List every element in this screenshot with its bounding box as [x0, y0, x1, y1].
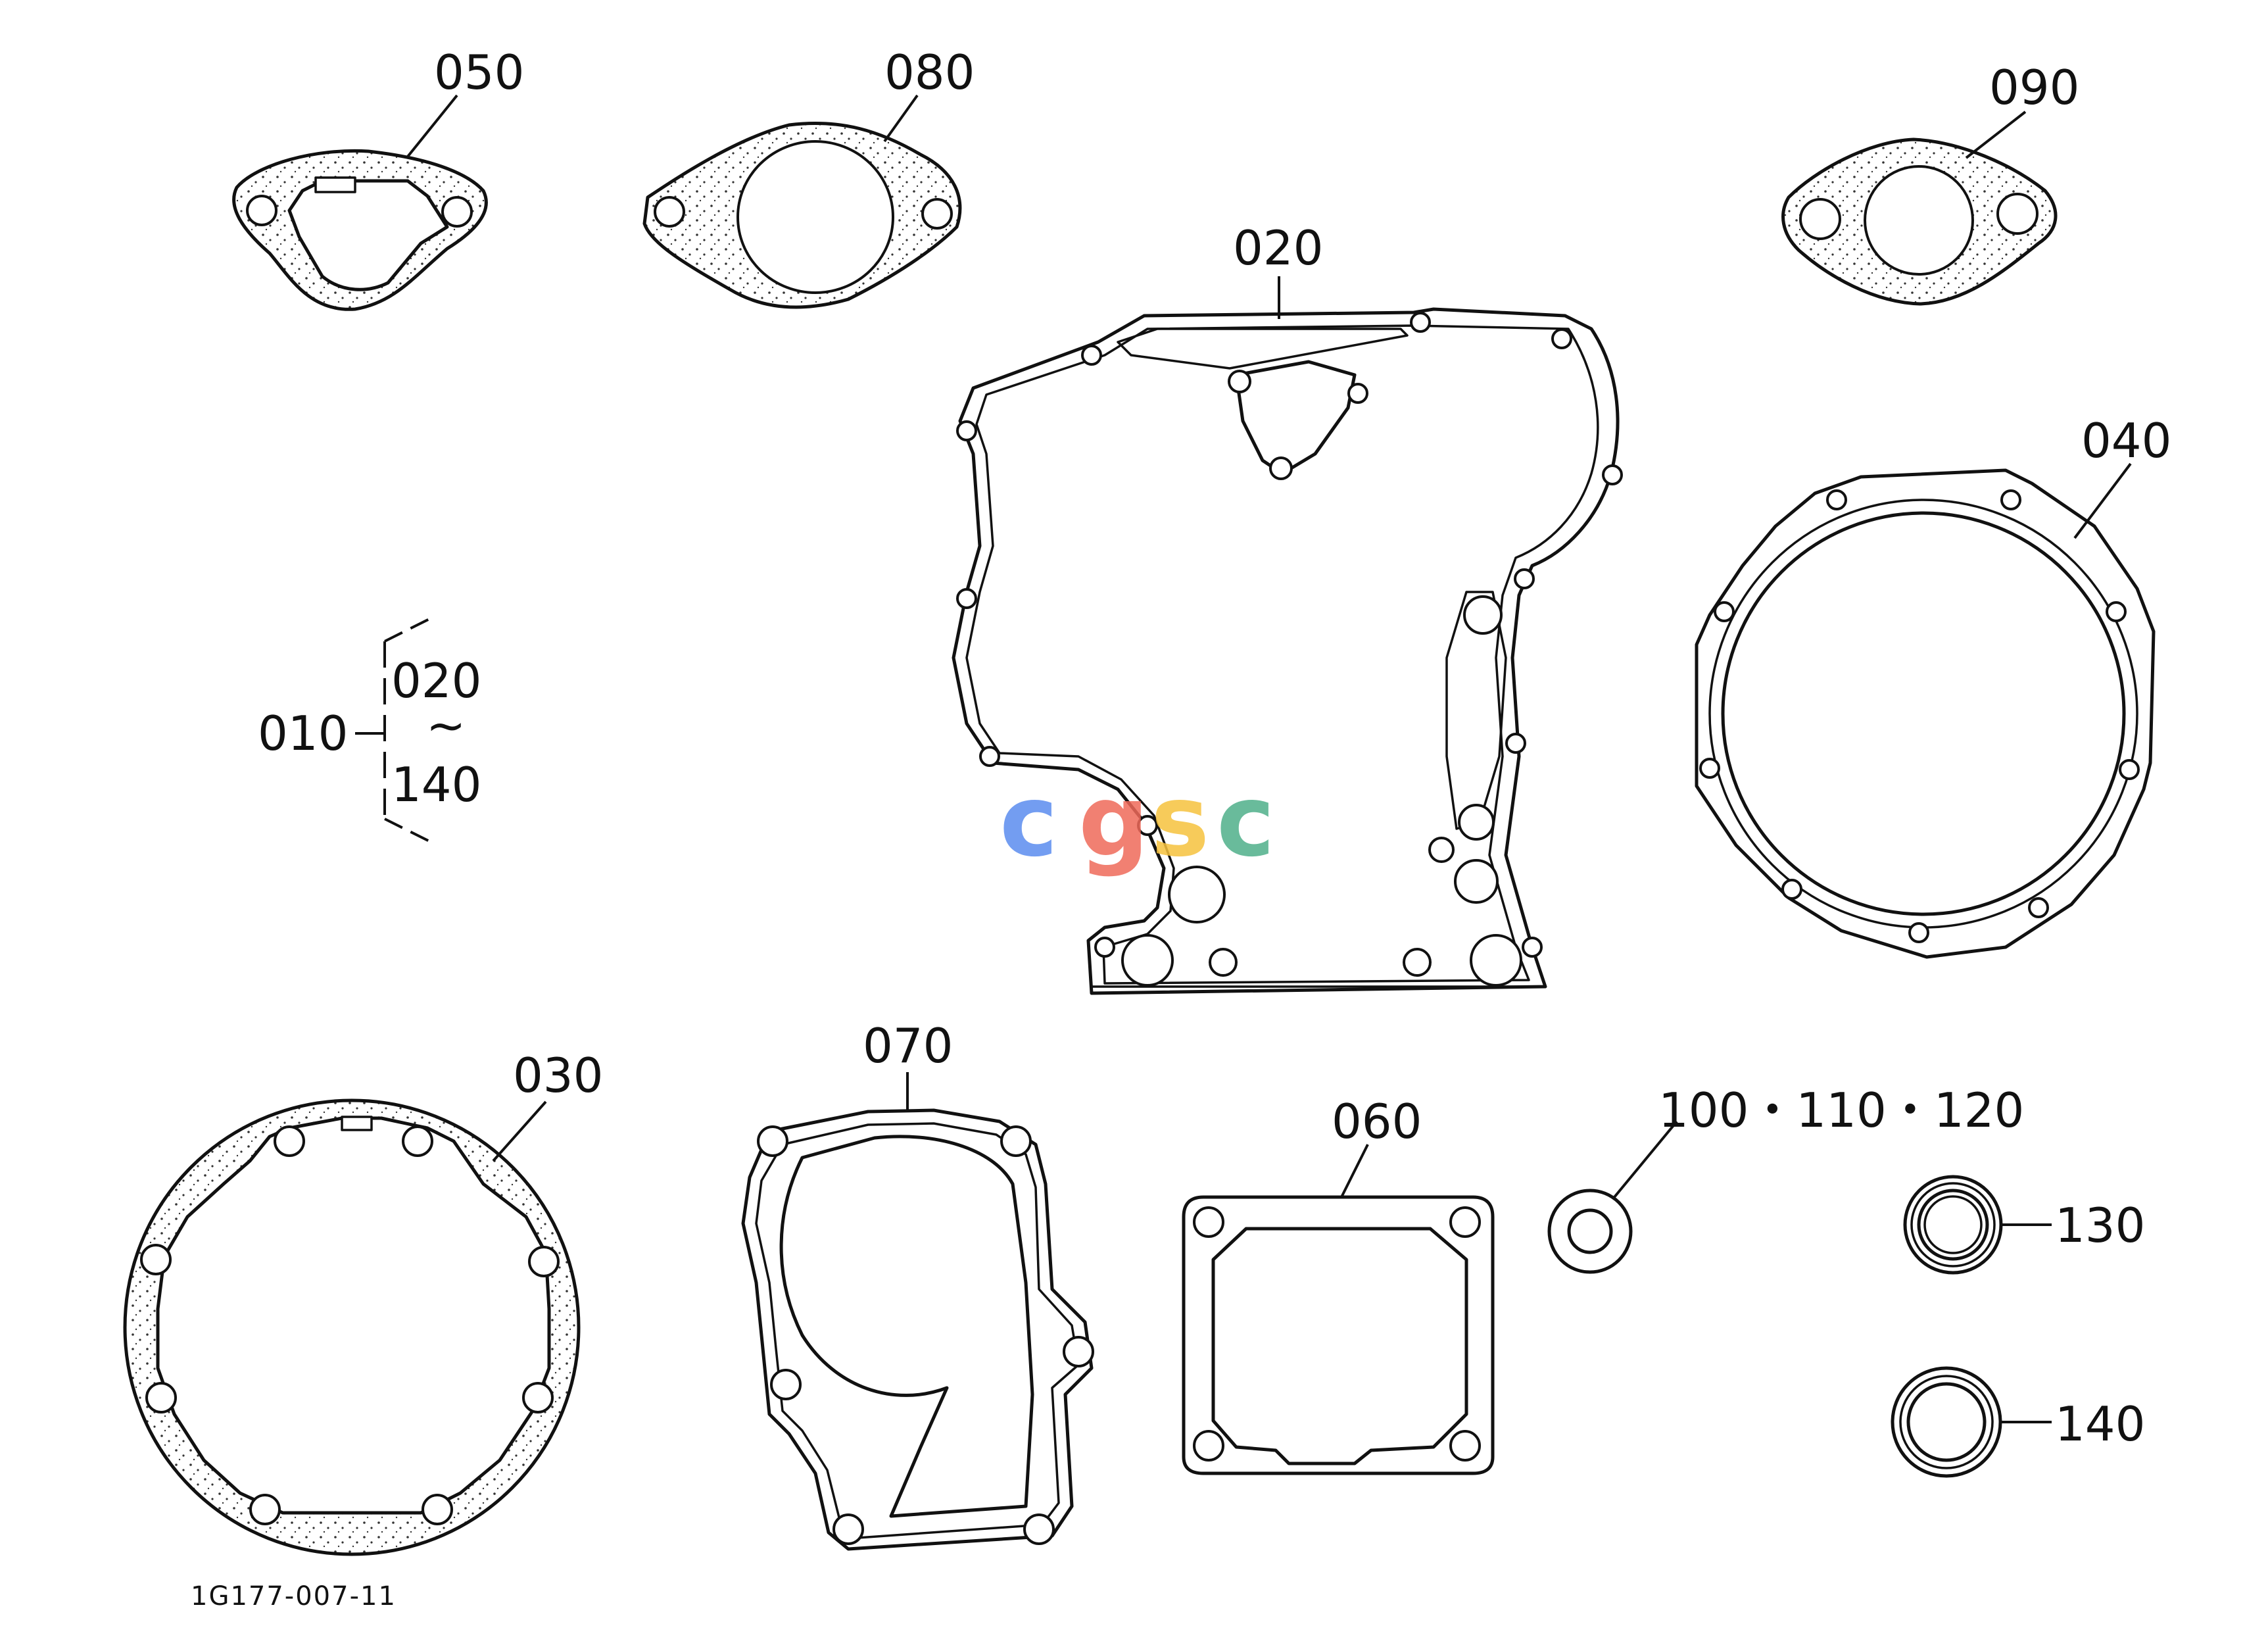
gasket-080 [642, 121, 962, 309]
svg-text:g: g [1078, 764, 1149, 879]
svg-text:s: s [1151, 764, 1209, 879]
leader-030 [492, 1100, 547, 1162]
label-090: 090 [1989, 60, 2079, 115]
label-040: 040 [2081, 413, 2171, 468]
label-060: 060 [1332, 1094, 1422, 1149]
leader-060 [1340, 1144, 1369, 1198]
gasket-060 [1182, 1195, 1495, 1475]
gasket-030 [123, 1098, 581, 1556]
label-050: 050 [434, 45, 524, 100]
figure-code: 1G177-007-11 [191, 1581, 397, 1611]
label-140: 140 [2055, 1396, 2145, 1452]
label-080: 080 [884, 45, 975, 100]
washer-100-110-120 [1547, 1189, 1633, 1274]
label-030: 030 [513, 1048, 603, 1103]
label-010: 010 [258, 706, 348, 761]
label-100-110-120: 100・110・120 [1658, 1083, 2024, 1138]
watermark-logo: c g s c [1000, 764, 1275, 879]
gasket-020 [952, 307, 1623, 995]
leader-090 [1965, 111, 2027, 159]
gasket-090 [1781, 137, 2058, 306]
label-kit-tilde: ~ [426, 698, 466, 753]
svg-text:c: c [1000, 764, 1058, 879]
leader-100 [1613, 1120, 1678, 1198]
seal-140 [1891, 1366, 2002, 1478]
label-020: 020 [1233, 220, 1323, 276]
label-070: 070 [863, 1018, 953, 1073]
gasket-050 [232, 149, 488, 311]
label-kit-from: 020 [391, 653, 481, 708]
gasket-070 [741, 1108, 1094, 1551]
seal-130 [1903, 1175, 2003, 1275]
gasket-040 [1695, 468, 2156, 959]
svg-text:c: c [1217, 764, 1275, 879]
leader-080 [883, 94, 919, 143]
leader-050 [406, 94, 458, 158]
kit-bracket [355, 617, 431, 843]
label-kit-to: 140 [391, 757, 481, 812]
label-130: 130 [2055, 1198, 2145, 1253]
leader-040 [2073, 462, 2132, 539]
